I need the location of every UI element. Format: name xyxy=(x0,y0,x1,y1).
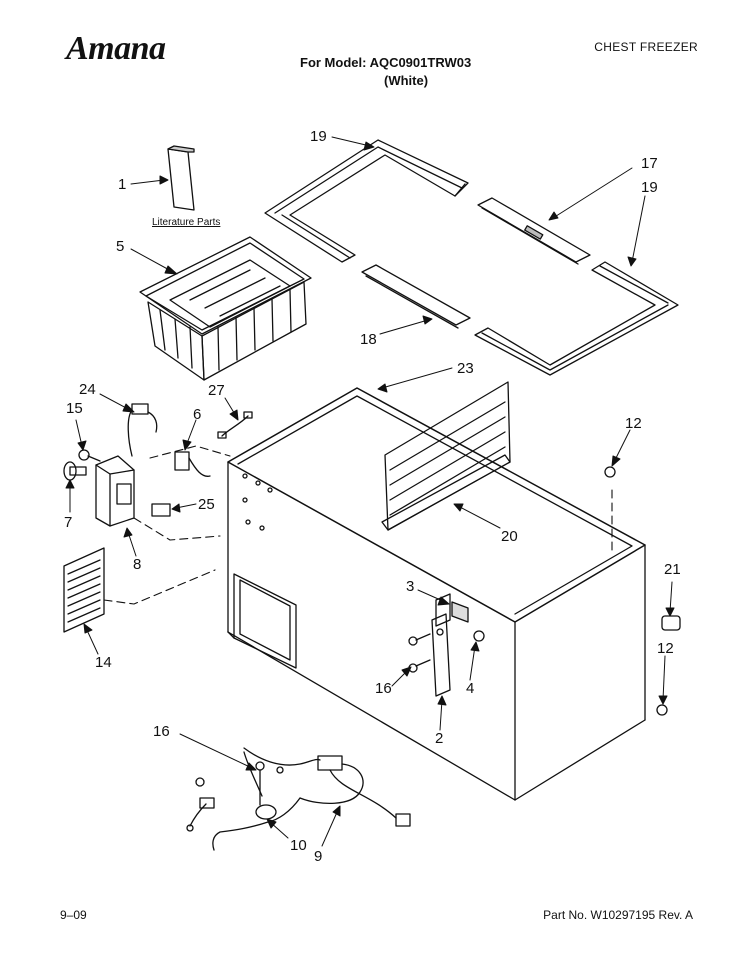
revision-date: 9–09 xyxy=(60,908,87,922)
callout-19-right: 19 xyxy=(641,179,658,196)
part-number: Part No. W10297195 Rev. A xyxy=(543,908,693,922)
callout-5: 5 xyxy=(116,238,125,255)
callout-14: 14 xyxy=(95,654,112,671)
wire-harness xyxy=(186,747,411,851)
model-color: (White) xyxy=(384,73,429,88)
hinge-screws xyxy=(408,630,485,673)
product-category: CHEST FREEZER xyxy=(594,40,698,54)
basket-divider xyxy=(381,381,511,531)
callout-7: 7 xyxy=(64,514,73,531)
callout-25: 25 xyxy=(198,496,215,513)
lid-gasket-lower xyxy=(474,261,679,376)
callout-12-lower: 12 xyxy=(657,640,674,657)
breaker-strip-top xyxy=(477,197,591,265)
callout-17: 17 xyxy=(641,155,658,172)
callout-24: 24 xyxy=(79,381,96,398)
literature-booklet xyxy=(167,145,195,211)
leveling-legs xyxy=(604,466,681,716)
callout-12-upper: 12 xyxy=(625,415,642,432)
callout-16-hinge: 16 xyxy=(375,680,392,697)
callout-16-harness: 16 xyxy=(153,723,170,740)
callout-4: 4 xyxy=(466,680,475,697)
callout-21: 21 xyxy=(664,561,681,578)
callout-18: 18 xyxy=(360,331,377,348)
mounting-screw xyxy=(78,449,101,462)
control-housing xyxy=(95,403,158,527)
callout-10: 10 xyxy=(290,837,307,854)
callout-2: 2 xyxy=(435,730,444,747)
callout-23: 23 xyxy=(457,360,474,377)
breaker-strip-side xyxy=(361,264,471,329)
storage-basket xyxy=(139,236,312,381)
model-title: For Model: AQC0901TRW03 xyxy=(300,55,472,70)
lid-hinge xyxy=(431,593,469,697)
small-components xyxy=(151,411,253,517)
callout-9: 9 xyxy=(314,848,323,865)
callout-15: 15 xyxy=(66,400,83,417)
amana-logo: Amana xyxy=(66,30,166,67)
thermostat-knob xyxy=(63,461,87,481)
callout-6: 6 xyxy=(193,406,202,423)
lid-gasket-upper xyxy=(264,139,469,263)
louver-grille xyxy=(63,547,105,633)
callout-1: 1 xyxy=(118,176,127,193)
freezer-cabinet xyxy=(227,387,646,801)
callout-8: 8 xyxy=(133,556,142,573)
callout-19-top: 19 xyxy=(310,128,327,145)
callout-20: 20 xyxy=(501,528,518,545)
literature-parts-label: Literature Parts xyxy=(152,217,221,228)
callout-3: 3 xyxy=(406,578,415,595)
callout-27: 27 xyxy=(208,382,225,399)
ground-screw-and-connector xyxy=(255,761,277,820)
